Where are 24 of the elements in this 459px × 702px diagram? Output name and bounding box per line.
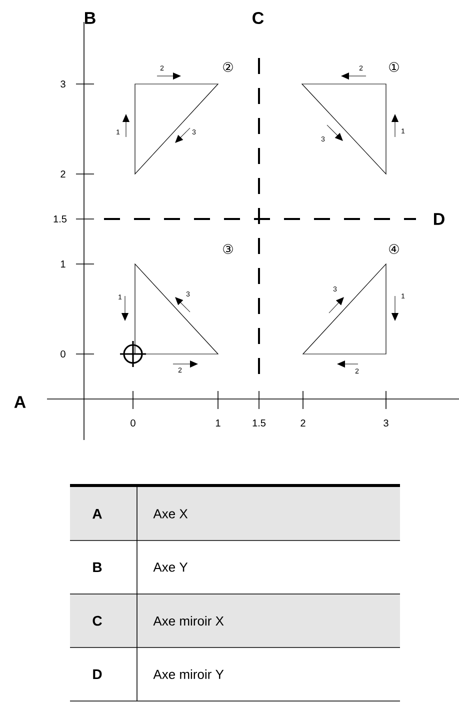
table-cell: Axe miroir Y bbox=[153, 669, 224, 679]
axis-letter: C bbox=[252, 12, 264, 24]
table-cell: C bbox=[70, 594, 137, 648]
axis-letter: B bbox=[85, 12, 96, 24]
circled-number: ① bbox=[389, 62, 399, 72]
table-cell: D bbox=[93, 669, 102, 680]
axis-letter: A bbox=[14, 396, 26, 408]
axis-letter: D bbox=[434, 213, 444, 225]
tick-label: 0 bbox=[60, 350, 66, 358]
circled-number: ④ bbox=[389, 244, 399, 254]
tick-label: 2 bbox=[60, 170, 66, 178]
circled-number: ③ bbox=[223, 244, 233, 254]
tick-label: 2 bbox=[300, 420, 306, 426]
tick-label: 3 bbox=[384, 419, 388, 427]
tick-label: 0 bbox=[130, 419, 136, 427]
tick-label: 1.5 bbox=[54, 216, 67, 222]
table-cell: A bbox=[70, 487, 137, 540]
table-cell: Axe Y bbox=[153, 562, 188, 572]
tick-label: 1 bbox=[61, 260, 66, 268]
tick-label: 1 bbox=[216, 420, 220, 426]
tick-label: 1.5 bbox=[252, 420, 266, 426]
circled-number: ② bbox=[223, 62, 233, 72]
table-cell: B bbox=[93, 562, 102, 572]
tick-label: 3 bbox=[60, 80, 66, 88]
